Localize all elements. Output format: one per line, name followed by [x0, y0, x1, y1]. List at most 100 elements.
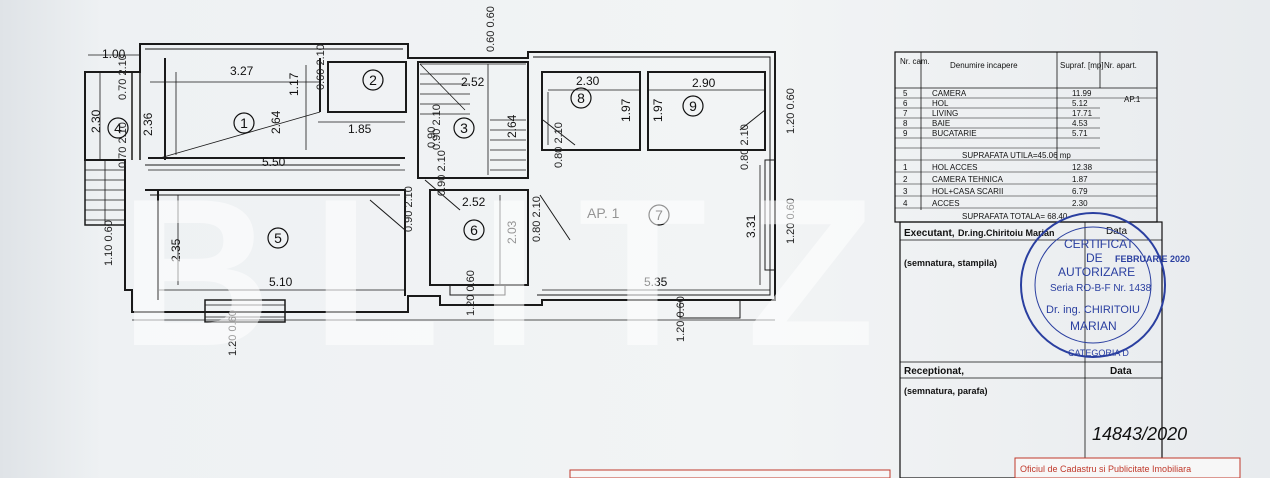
date-label: Data	[1106, 226, 1128, 237]
stamp-text: MARIAN	[1070, 319, 1117, 333]
table-cell: 5.71	[1072, 129, 1088, 138]
area-table: Nr. cam. Denumire incapere Supraf. [mp] …	[894, 51, 1158, 223]
opening-label: 1.20 0.60	[227, 310, 239, 356]
opening-label: 0.60 2.10	[315, 44, 327, 90]
opening-label: 0.70 2.10	[117, 54, 129, 100]
table-cell: HOL+CASA SCARII	[932, 187, 1003, 196]
apartment-label: AP. 1	[587, 205, 620, 221]
table-cell: CAMERA	[932, 89, 967, 98]
dim-label: 2.30	[576, 74, 600, 88]
opening-label: 0.80 2.10	[553, 122, 565, 168]
table-cell: 2	[903, 175, 908, 184]
room-number: 2	[369, 72, 377, 88]
opening-label: 1.20 0.60	[785, 88, 797, 134]
table-cell: AP.1	[1124, 95, 1141, 104]
table-cell: 5	[903, 89, 908, 98]
table-cell: 11.99	[1072, 89, 1092, 98]
dim-label: 2.90	[692, 76, 716, 90]
dim-label: 2.03	[505, 220, 519, 244]
stamp-text: CERTIFICAT	[1064, 237, 1134, 251]
table-header: Nr. apart.	[1104, 61, 1137, 70]
footer-office: Oficiul de Cadastru si Publicitate Imobi…	[1020, 464, 1191, 474]
dim-label: 5.50	[262, 155, 286, 169]
date-written: FEBRUARIE 2020	[1115, 254, 1190, 264]
table-cell: 3	[903, 187, 908, 196]
table-cell: 1	[903, 163, 908, 172]
dim-label: 1.17	[287, 72, 301, 96]
opening-label: 1.20 0.60	[785, 198, 797, 244]
dim-label: 3.31	[744, 214, 758, 238]
room-marker-8: 8	[570, 87, 592, 109]
dim-label: 0.90	[426, 127, 438, 148]
dim-label: 2.64	[505, 114, 519, 138]
date-label-2: Data	[1110, 366, 1132, 377]
room-number: 6	[470, 222, 478, 238]
dim-label: 2.64	[269, 110, 283, 134]
table-total: SUPRAFATA TOTALA= 68.40	[962, 212, 1068, 221]
table-cell: 6.79	[1072, 187, 1088, 196]
opening-label: 0.60 0.60	[485, 6, 497, 52]
room-number: 8	[577, 90, 585, 106]
executant-label: Executant,	[904, 228, 955, 239]
room-number: 3	[460, 120, 468, 136]
room-number-markers: 1 2 3 4 5 6 7 8 9	[107, 69, 704, 249]
room-number: 9	[689, 98, 697, 114]
opening-label: 1.10 0.60	[103, 220, 115, 266]
footer-strips: Oficiul de Cadastru si Publicitate Imobi…	[569, 457, 1241, 478]
dim-label: 1.97	[619, 98, 633, 122]
room-marker-3: 3	[453, 117, 475, 139]
dim-label: 2.30	[89, 109, 103, 133]
dim-label: 1.85	[348, 122, 372, 136]
opening-label: 0.80 2.10	[531, 196, 543, 242]
dim-label: 2.52	[462, 195, 486, 209]
dimension-labels: 1.00 3.27 2.30 2.90 2.52 2.52 1.85 5.50 …	[89, 47, 758, 289]
table-header: Nr. cam.	[900, 57, 930, 66]
opening-label: 1.20 0.60	[675, 296, 687, 342]
dim-label: 1.00	[102, 47, 126, 61]
floor-plan	[84, 43, 776, 323]
room-number: 1	[240, 115, 248, 131]
table-cell: ACCES	[932, 199, 960, 208]
stamp-text: Seria RO-B-F Nr. 1438	[1050, 283, 1152, 294]
opening-label: 0.70 2.10	[117, 122, 129, 168]
signature-hint: (semnatura, stampila)	[904, 258, 997, 268]
table-cell: HOL ACCES	[932, 163, 978, 172]
table-cell: LIVING	[932, 109, 958, 118]
room-marker-5: 5	[267, 227, 289, 249]
dim-label: 2.35	[169, 238, 183, 262]
table-cell: 6	[903, 99, 908, 108]
room-marker-9: 9	[682, 95, 704, 117]
room-marker-6: 6	[463, 219, 485, 241]
table-cell: BUCATARIE	[932, 129, 977, 138]
handwritten-number: 14843/2020	[1092, 424, 1187, 444]
table-cell: 9	[903, 129, 908, 138]
room-marker-1: 1	[233, 112, 255, 134]
opening-label: 0.90 2.10	[431, 104, 443, 150]
opening-label: 0.90 2.10	[436, 150, 448, 196]
dim-label: 3.27	[230, 64, 254, 78]
table-cell: 7	[903, 109, 908, 118]
table-header: Denumire incapere	[950, 61, 1018, 70]
table-cell: 4	[903, 199, 908, 208]
opening-label: 0.90 2.10	[403, 186, 415, 232]
table-header: Supraf. [mp]	[1060, 61, 1104, 70]
receptionat-label: Receptionat,	[904, 366, 964, 377]
dim-label: 2.52	[461, 75, 485, 89]
table-cell: 4.53	[1072, 119, 1088, 128]
certification-stamp: CERTIFICAT DE AUTORIZARE Seria RO-B-F Nr…	[1020, 212, 1166, 358]
table-cell: 5.12	[1072, 99, 1088, 108]
stamp-text: CATEGORIA D	[1068, 348, 1129, 358]
table-cell: 17.71	[1072, 109, 1093, 118]
room-marker-2: 2	[362, 69, 384, 91]
executant-name: Dr.ing.Chiritoiu Marian	[958, 228, 1055, 238]
table-cell: 8	[903, 119, 908, 128]
stamp-text: DE	[1086, 251, 1103, 265]
opening-label: 0.80 2.10	[739, 124, 751, 170]
watermark: BLITZ	[120, 155, 915, 390]
parafa-hint: (semnatura, parafa)	[904, 386, 988, 396]
stamp-text: AUTORIZARE	[1058, 265, 1135, 279]
table-cell: 1.87	[1072, 175, 1088, 184]
dim-label: 1.97	[651, 98, 665, 122]
room-marker-4: 4	[107, 117, 129, 139]
